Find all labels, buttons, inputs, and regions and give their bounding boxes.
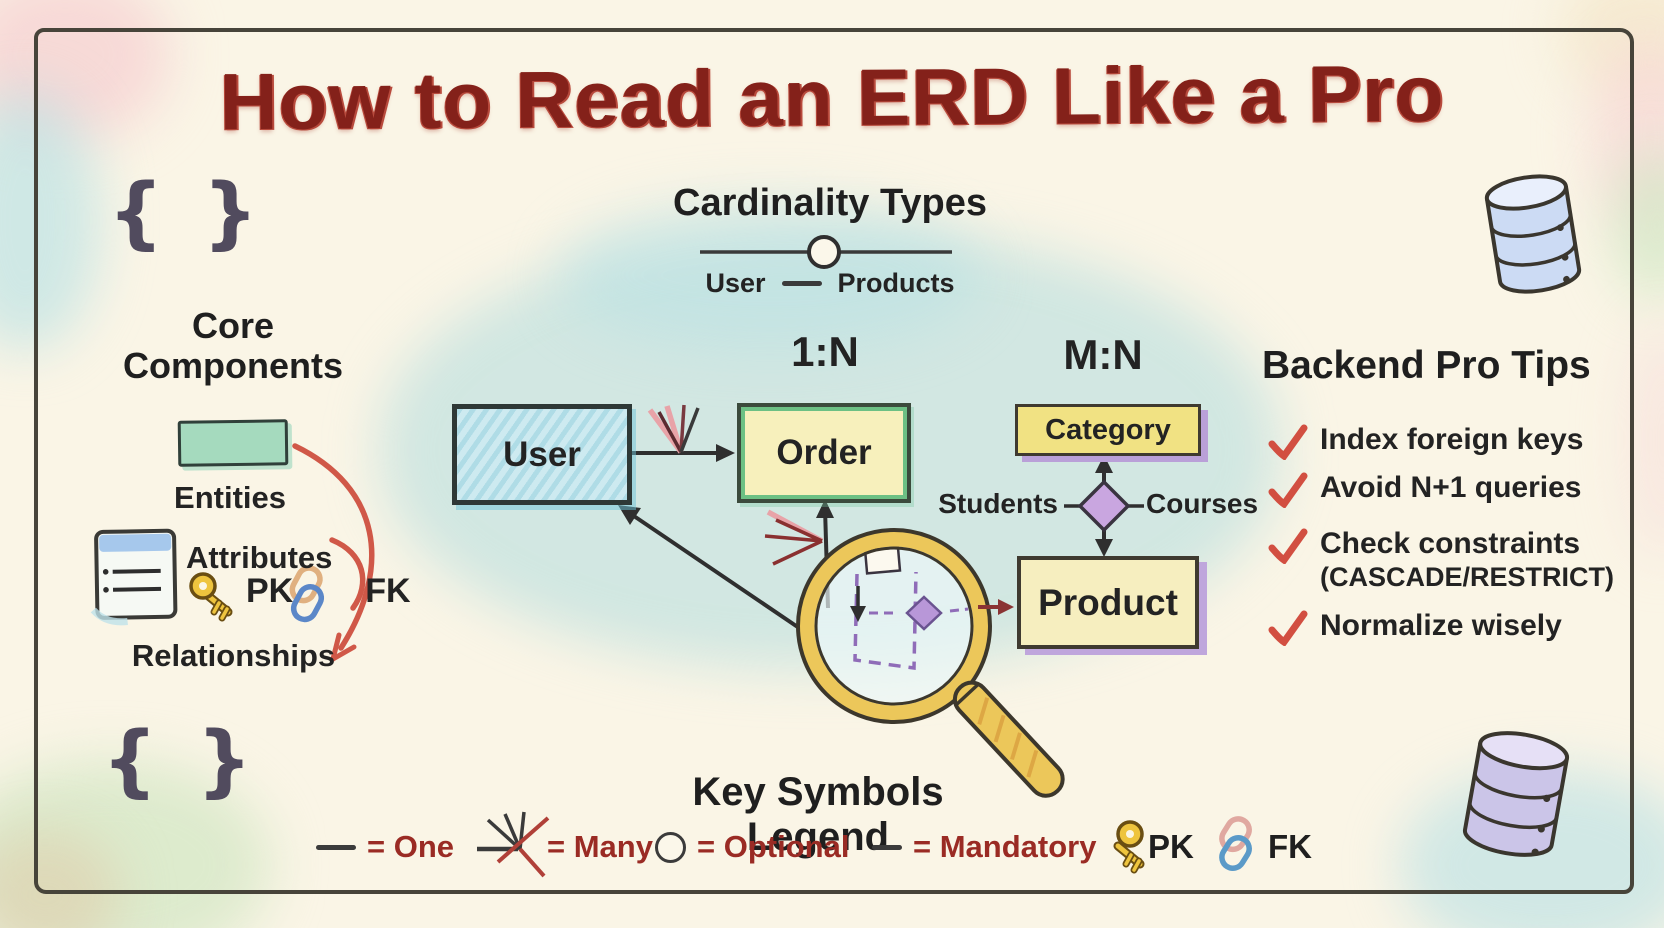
check-icon [1268,472,1308,508]
entity-product: Product [1017,556,1199,649]
braces-decoration: { } [108,168,265,258]
legend-item-many: = Many [547,824,653,870]
legend-pk-key-icon [1113,820,1145,874]
braces-decoration: { } [102,716,259,806]
legend-item-fk: FK [1268,824,1312,870]
entity-user: User [452,404,632,505]
core-components-heading: Core Components [123,305,343,387]
tip-text: Normalize wisely [1320,609,1562,642]
cardinality-example-right: Products [837,268,955,298]
junction-left-label: Students [938,488,1058,519]
core-flow-arrows [292,443,375,662]
mandatory-line-symbol [872,844,902,850]
legend-mandatory-label: = Mandatory [913,829,1097,864]
entity-order: Order [737,403,911,503]
cardinality-line-symbol [700,235,952,269]
database-icon [1463,731,1570,857]
legend-many-label: = Many [547,829,653,864]
one-to-many-connector [626,404,735,462]
legend-optional-label: = Optional [697,829,850,864]
tip-item: Check constraints (CASCADE/RESTRICT) [1268,527,1614,593]
legend-heading: Key Symbols Legend [692,770,944,859]
junction-diamond-connector [1064,455,1144,557]
page-title: How to Read an ERD Like a Pro [219,48,1445,147]
one-to-many-label: 1:N [791,328,859,375]
legend-item-mandatory: = Mandatory [872,824,1096,870]
entities-label: Entities [174,480,286,515]
sketch-border-frame [34,28,1634,894]
cardinality-example: User Products [620,268,1040,299]
watercolor-blob [560,200,980,350]
legend-fk-label: FK [1268,828,1312,865]
tip-text: Check constraints [1320,527,1581,560]
tip-item: Index foreign keys [1268,423,1584,460]
check-icon [1268,424,1308,460]
one-line-symbol [781,281,822,286]
entity-category: Category [1015,404,1201,456]
fk-label: FK [365,572,411,610]
junction-right-label: Courses [1146,488,1259,519]
attributes-label: Attributes [186,540,333,575]
pk-label: PK [246,572,294,610]
user-diagonal-connector [618,505,810,636]
tip-text: Avoid N+1 queries [1320,471,1582,504]
tip-subtext: (CASCADE/RESTRICT) [1320,562,1614,593]
relationships-label: Relationships [131,638,336,673]
database-icon [1484,174,1582,294]
legend-pk-label: PK [1148,828,1194,865]
legend-one-label: = One [367,829,455,864]
many-to-many-label: M:N [1063,331,1143,378]
cardinality-example-left: User [705,268,766,298]
legend-item-pk: PK [1148,824,1194,870]
tip-item: Normalize wisely [1268,609,1562,646]
legend-fk-chain-icon [1219,816,1252,872]
check-icon [1268,528,1308,564]
pro-tips-heading: Backend Pro Tips [1262,344,1591,387]
one-line-symbol [316,844,356,850]
magnifier-icon [796,528,1065,798]
legend-item-optional: = Optional [655,824,849,870]
primary-key-icon [189,572,233,622]
foreign-key-clip-icon [289,565,325,623]
optional-circle-symbol [655,831,686,863]
legend-many-symbol [477,811,550,878]
legend-item-one: = One [316,824,454,870]
check-icon [1268,610,1308,646]
key-labels-row: PK FK [184,572,411,611]
attributes-table-icon [90,528,178,626]
cardinality-heading: Cardinality Types [673,182,987,224]
tip-item: Avoid N+1 queries [1268,471,1582,508]
entity-sample-box [177,419,289,467]
tip-text: Index foreign keys [1320,423,1584,456]
